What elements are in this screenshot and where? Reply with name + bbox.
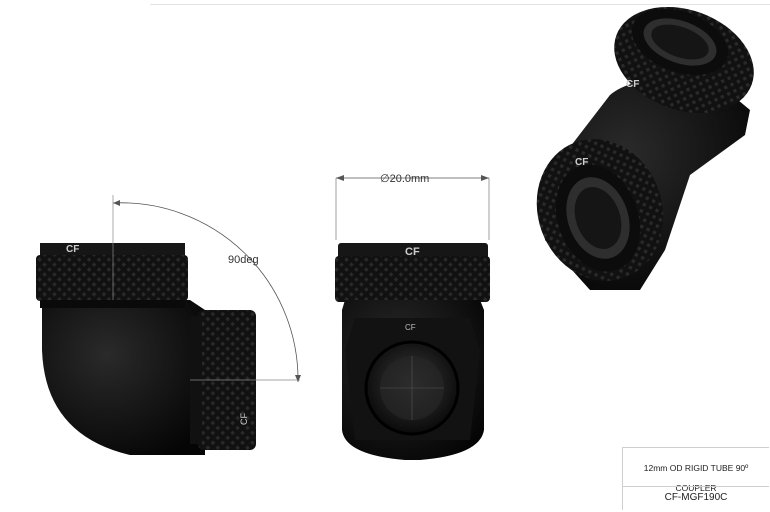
- svg-text:CF: CF: [575, 157, 588, 168]
- top-nut-band: [40, 243, 185, 257]
- diameter-dimension-label: ∅20.0mm: [380, 173, 430, 185]
- sheet-border: [150, 4, 770, 5]
- title-block: 12mm OD RIGID TUBE 90º COUPLER CF-MGF190…: [622, 447, 769, 510]
- isometric-view: CF CF: [536, 6, 754, 290]
- front-view: CF CF: [335, 175, 490, 460]
- angle-arc: [112, 202, 299, 383]
- side-view: CF CF: [36, 195, 301, 455]
- part-number: CF-MGF190C: [664, 492, 728, 503]
- top-nut-knurl: [36, 255, 188, 301]
- logo-right: CF: [239, 413, 249, 425]
- part-description: 12mm OD RIGID TUBE 90º COUPLER: [643, 463, 749, 493]
- angle-dimension-label: 90deg: [228, 254, 259, 266]
- svg-text:CF: CF: [626, 79, 639, 90]
- logo-top-left: CF: [66, 244, 79, 255]
- logo-front: CF: [405, 246, 420, 258]
- front-nut-knurl: [335, 256, 490, 302]
- elbow-body: [42, 300, 205, 455]
- svg-text:CF: CF: [405, 323, 416, 332]
- title-block-divider: [623, 486, 769, 487]
